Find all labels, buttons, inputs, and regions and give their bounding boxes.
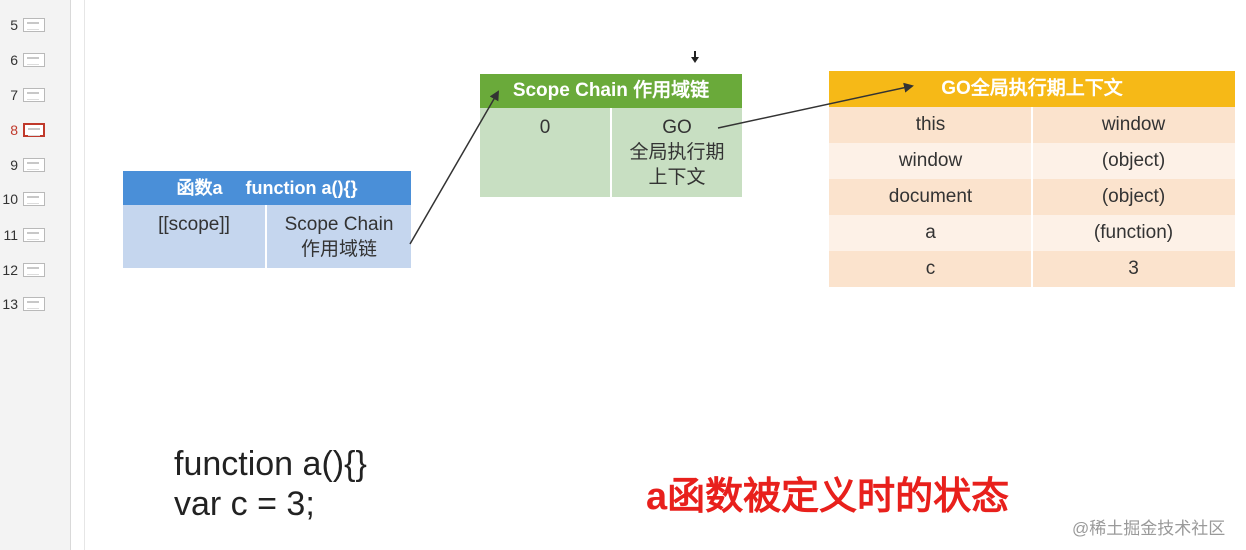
- slide-number: 9: [10, 157, 18, 173]
- slide-thumbnail-active[interactable]: 8: [0, 120, 70, 142]
- code-line: var c = 3;: [174, 485, 315, 523]
- slide-number: 10: [2, 191, 18, 207]
- slide-thumbnail-icon: [23, 88, 45, 102]
- slide-thumbnail[interactable]: 13: [0, 294, 70, 316]
- code-snippet: function a(){} var c = 3;: [174, 444, 367, 524]
- row-value: (object): [1101, 186, 1166, 207]
- cell-divider: [1031, 179, 1033, 215]
- go-context-table: GO全局执行期上下文 this window window (object) d…: [829, 71, 1235, 287]
- slide-number: 5: [10, 17, 18, 33]
- table-row: c 3: [829, 251, 1235, 287]
- slide-thumbnail-icon: [23, 53, 45, 67]
- slide-number: 13: [2, 296, 18, 312]
- slide-number: 7: [10, 87, 18, 103]
- cell-divider: [1031, 251, 1033, 287]
- cell-divider: [1031, 215, 1033, 251]
- function-a-body: [123, 205, 411, 268]
- row-key: document: [888, 186, 973, 207]
- slide-thumbnail[interactable]: 6: [0, 50, 70, 72]
- panel-divider: [84, 0, 85, 550]
- scope-key-cell: [[scope]]: [158, 214, 230, 235]
- slide-thumbnail-panel: 5 6 7 8 9 10 11 12 13: [0, 0, 71, 550]
- slide-thumbnail-icon: [23, 228, 45, 242]
- slide-thumbnail-icon: [23, 158, 45, 172]
- row-value: (object): [1101, 150, 1166, 171]
- code-line: function a(){}: [174, 445, 367, 483]
- slide-thumbnail-icon: [23, 263, 45, 277]
- slide-thumbnail[interactable]: 11: [0, 225, 70, 247]
- slide-number: 8: [10, 122, 18, 138]
- row-key: a: [925, 222, 936, 243]
- arrow-chain-to-go: [717, 82, 914, 129]
- watermark: @稀土掘金技术社区: [1072, 519, 1226, 538]
- arrow-scope-to-chain: [409, 90, 500, 245]
- row-key: c: [925, 258, 936, 279]
- table-row: this window: [829, 107, 1235, 143]
- cell-divider: [265, 205, 267, 268]
- slide-thumbnail-icon: [23, 123, 45, 137]
- scope-chain-header: Scope Chain 作用域链: [480, 74, 742, 108]
- slide-thumbnail-icon: [23, 18, 45, 32]
- slide-thumbnail-icon: [23, 192, 45, 206]
- slide-thumbnail[interactable]: 10: [0, 189, 70, 211]
- scope-value-line1: Scope Chain: [284, 214, 394, 235]
- slide-thumbnail[interactable]: 5: [0, 15, 70, 37]
- cell-divider: [610, 108, 612, 197]
- slide-number: 11: [3, 227, 18, 243]
- go-ref-line2: 全局执行期: [629, 142, 725, 163]
- cell-divider: [1031, 107, 1033, 143]
- slide-number: 6: [10, 52, 18, 68]
- scope-index-cell: 0: [539, 117, 551, 138]
- row-value: window: [1101, 114, 1166, 135]
- row-value: (function): [1093, 222, 1174, 243]
- scope-value-line2: 作用域链: [300, 239, 377, 260]
- table-row: window (object): [829, 143, 1235, 179]
- row-key: window: [898, 150, 963, 171]
- function-a-header: 函数a function a(){}: [123, 171, 411, 205]
- function-a-box: 函数a function a(){} [[scope]] Scope Chain…: [123, 171, 411, 268]
- table-row: a (function): [829, 215, 1235, 251]
- slide-thumbnail[interactable]: 12: [0, 260, 70, 282]
- go-ref-line1: GO: [662, 117, 692, 138]
- go-ref-line3: 上下文: [648, 167, 706, 188]
- slide-caption: a函数被定义时的状态: [646, 476, 1010, 518]
- table-row: document (object): [829, 179, 1235, 215]
- slide-thumbnail[interactable]: 9: [0, 155, 70, 177]
- scope-chain-box: Scope Chain 作用域链 0 GO 全局执行期 上下文: [480, 74, 742, 197]
- row-value: 3: [1128, 258, 1139, 279]
- cursor-arrow-icon: [691, 51, 699, 63]
- row-key: this: [915, 114, 946, 135]
- cell-divider: [1031, 143, 1033, 179]
- slide-thumbnail[interactable]: 7: [0, 85, 70, 107]
- slide-number: 12: [2, 262, 18, 278]
- slide-thumbnail-icon: [23, 297, 45, 311]
